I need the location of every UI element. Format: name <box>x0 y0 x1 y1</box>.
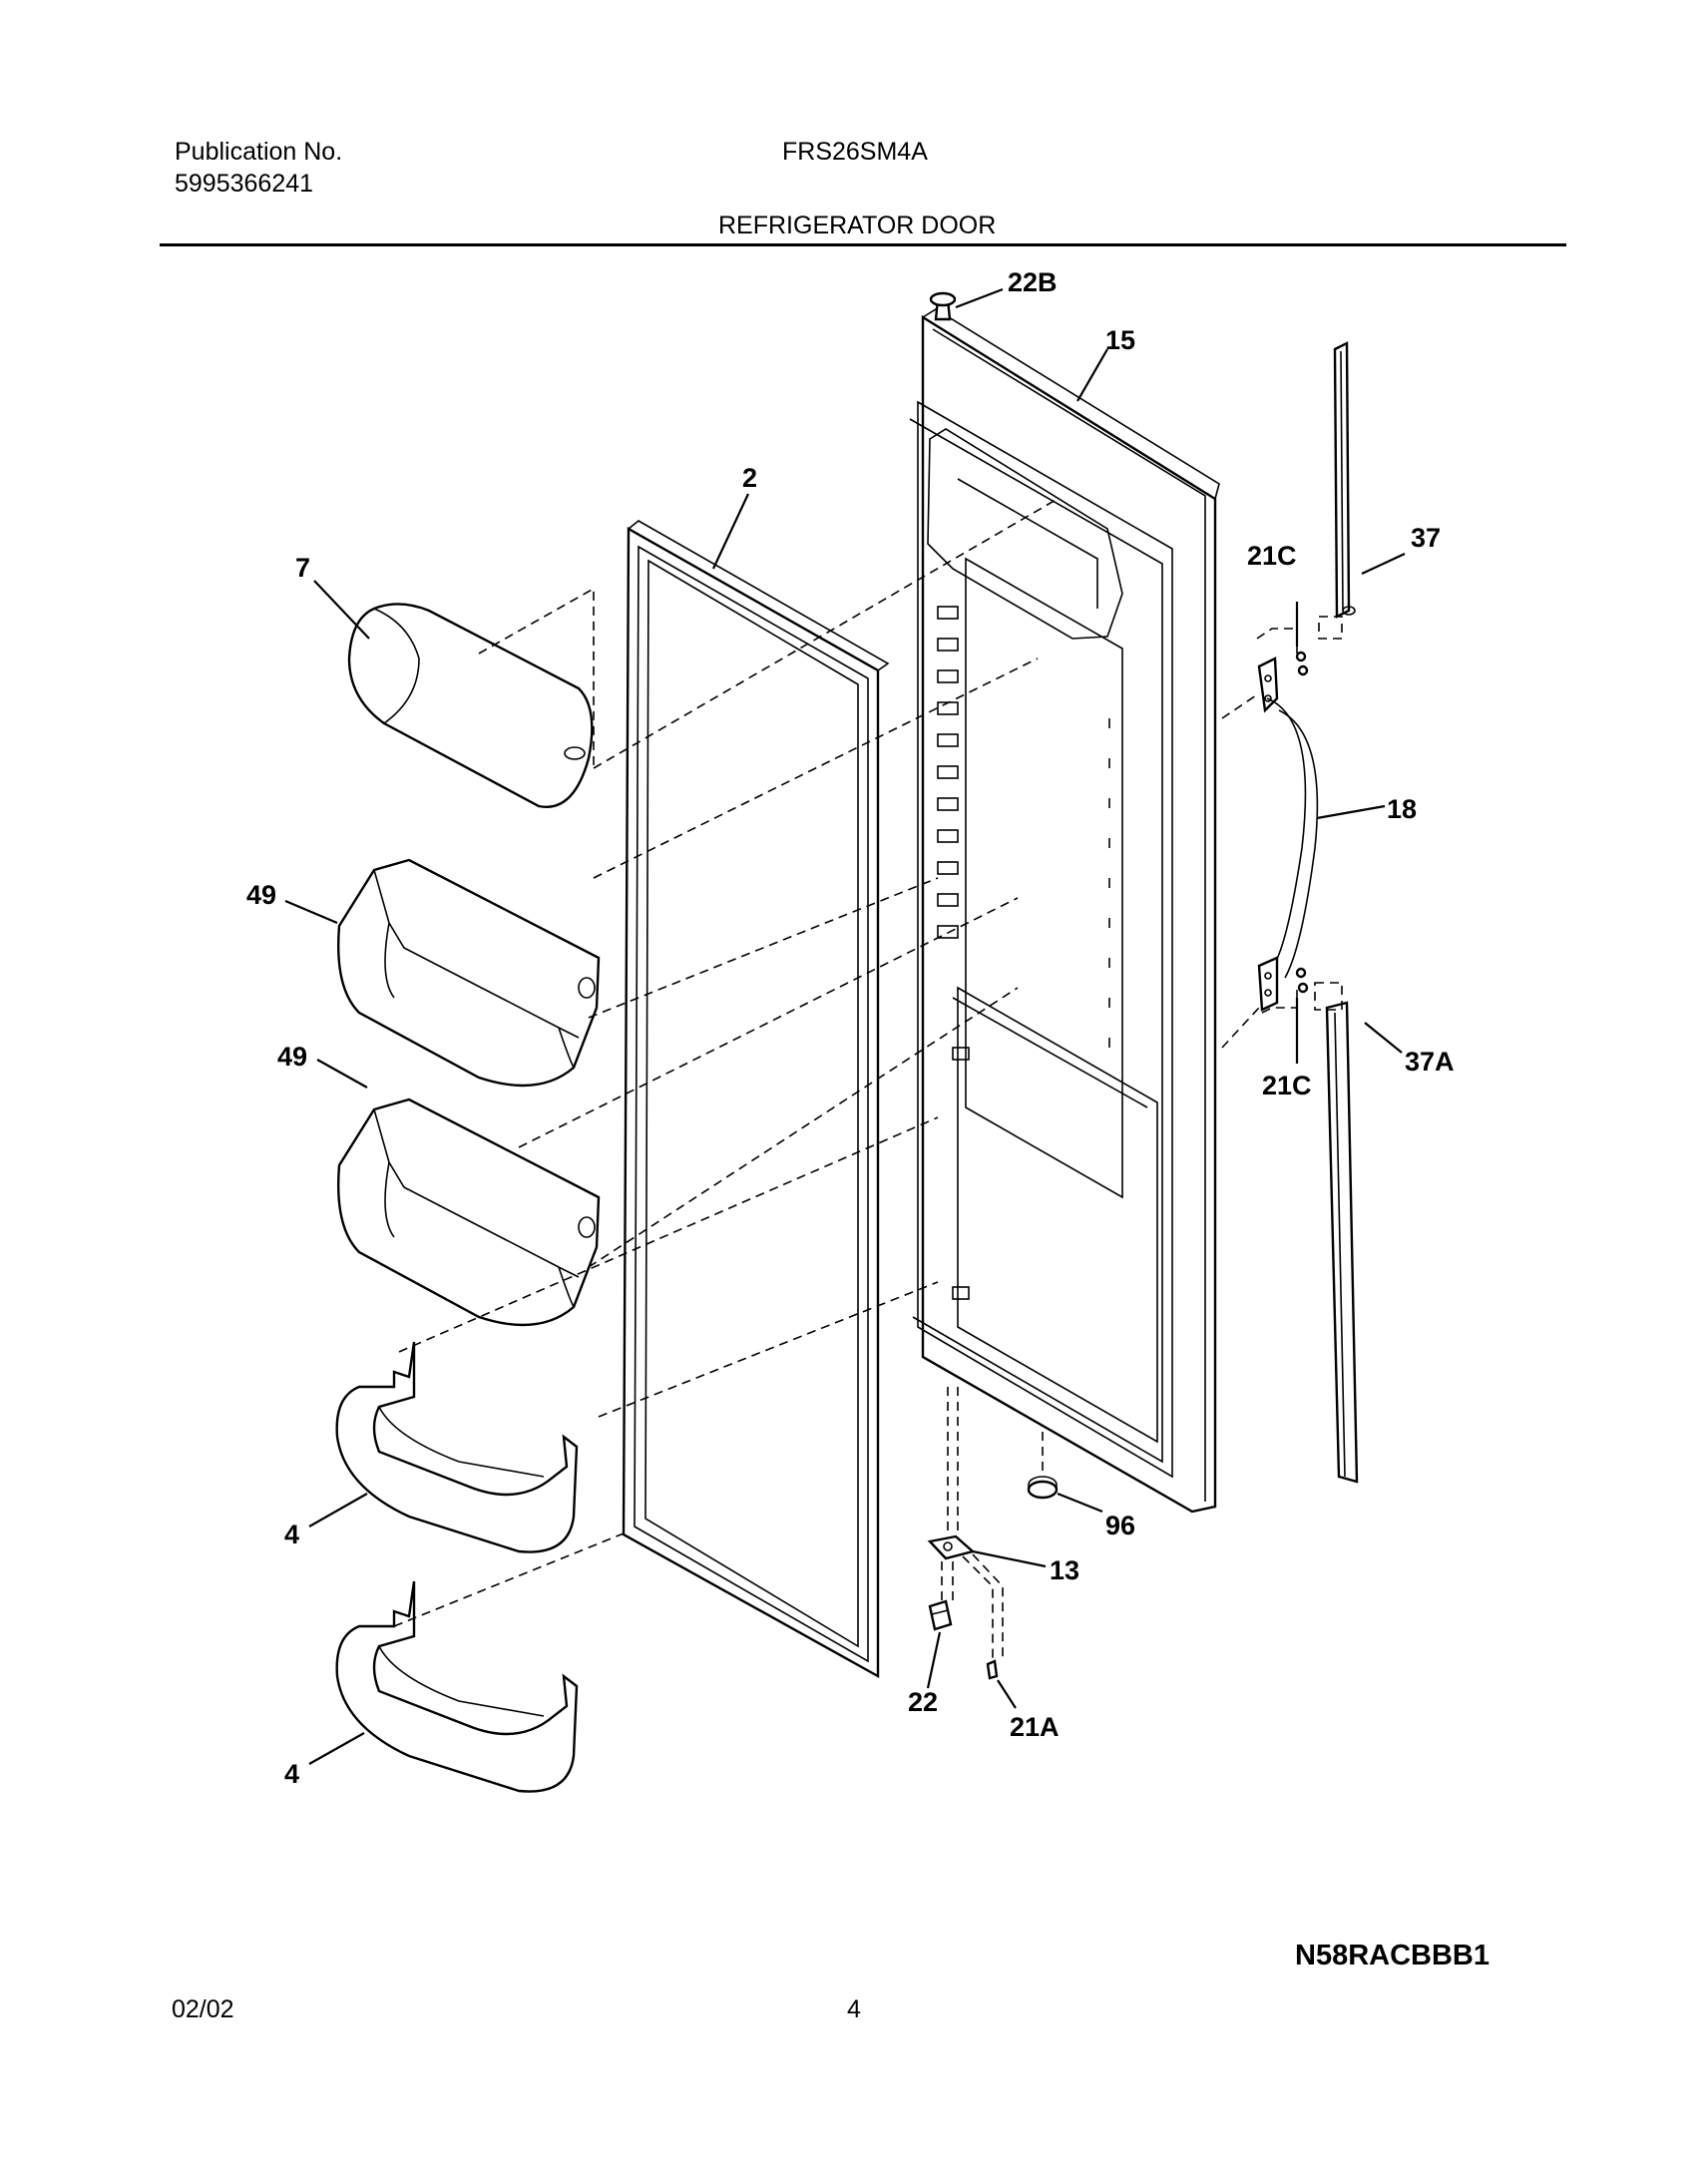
shelf-bin-upper-part <box>335 1341 579 1553</box>
callout-21c-top: 21C <box>1247 541 1297 571</box>
callout-18: 18 <box>1387 794 1417 824</box>
publication-number: 5995366241 <box>175 170 314 198</box>
shelf-bin-lower-part <box>335 1580 579 1793</box>
drawing-id: N58RACBBB1 <box>1295 1940 1490 1971</box>
door-gasket-part <box>622 520 890 1679</box>
callout-96: 96 <box>1105 1511 1135 1540</box>
hinge-bracket-part <box>927 1534 976 1560</box>
callout-4-lower: 4 <box>284 1759 299 1789</box>
header-rule <box>160 243 1566 246</box>
callout-49-lower: 49 <box>277 1042 307 1072</box>
callout-22: 22 <box>908 1687 938 1717</box>
publication-date: 02/02 <box>172 1995 234 2023</box>
door-bin-lower-part <box>337 1097 601 1327</box>
door-liner-part <box>909 308 1220 1514</box>
trim-strip-lower-part <box>1325 1001 1359 1484</box>
leader-lines <box>284 287 1406 1765</box>
callout-15: 15 <box>1105 325 1135 355</box>
callout-4-upper: 4 <box>284 1520 299 1549</box>
callout-37a: 37A <box>1405 1047 1455 1077</box>
screws-21c-part <box>1295 651 1309 994</box>
door-handle-part <box>1257 656 1319 1012</box>
callout-21c-bottom: 21C <box>1262 1071 1312 1100</box>
door-stop-part <box>1027 1476 1059 1500</box>
callout-49-upper: 49 <box>246 880 276 910</box>
model-number: FRS26SM4A <box>782 138 928 166</box>
callout-21a: 21A <box>1010 1712 1060 1742</box>
callout-13: 13 <box>1050 1555 1079 1585</box>
publication-label: Publication No. <box>175 138 343 166</box>
callout-7: 7 <box>295 553 310 583</box>
assembly-lines <box>393 498 1343 1661</box>
page-number: 4 <box>847 1995 861 2023</box>
door-bin-upper-part <box>337 858 601 1088</box>
trim-strip-upper-part <box>1333 341 1356 619</box>
callout-2: 2 <box>742 463 757 493</box>
hinge-pin-top-part <box>929 291 957 321</box>
dairy-bin-part <box>347 603 594 808</box>
hinge-bushing-part <box>928 1599 953 1631</box>
section-title: REFRIGERATOR DOOR <box>718 212 997 239</box>
screw-21a-part <box>986 1659 999 1680</box>
callout-22b: 22B <box>1008 267 1058 297</box>
callout-37: 37 <box>1411 523 1441 553</box>
